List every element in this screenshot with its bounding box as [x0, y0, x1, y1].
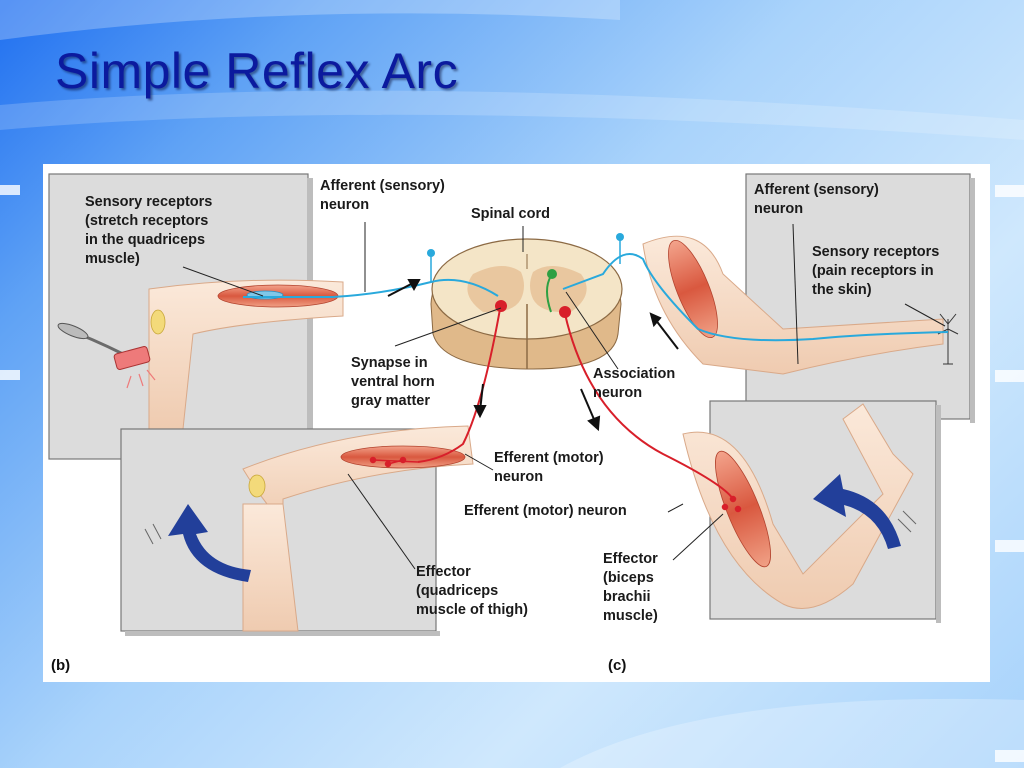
label-afferent-neuron-b: Afferent (sensory) neuron — [320, 178, 445, 213]
motion-lines-c — [897, 510, 917, 533]
label-efferent-neuron-c: Efferent (motor) neuron — [464, 503, 627, 519]
leader-lines — [182, 222, 946, 570]
spinal-cord-cross-section — [430, 238, 623, 370]
slide-title: Simple Reflex Arc — [55, 43, 459, 99]
reflex-arc-figure: Sensory receptors (stretch receptors in … — [43, 164, 990, 682]
label-effector-c: Effector (biceps brachii muscle) — [603, 551, 658, 624]
dorsal-root-ganglia — [427, 233, 624, 282]
panel-c-top-box — [745, 173, 975, 423]
leg-movement-arrow — [168, 504, 251, 582]
direction-arrows — [387, 279, 679, 432]
panel-label-c: (c) — [608, 657, 627, 674]
pain-receptor-icon — [937, 313, 959, 365]
motion-lines-b — [144, 523, 162, 545]
neuromuscular-junctions — [369, 456, 742, 513]
motor-neuron-body-b — [495, 300, 507, 312]
reflex-arc-illustration — [48, 173, 975, 636]
label-synapse: Synapse in ventral horn gray matter — [351, 355, 435, 409]
edge-tick-marks — [0, 185, 1024, 762]
afferent-neuron-paths — [243, 253, 949, 342]
tap-impact-lines — [126, 369, 156, 389]
label-afferent-neuron-c: Afferent (sensory) neuron — [754, 182, 879, 217]
label-spinal-cord: Spinal cord — [471, 206, 550, 222]
motor-neuron-body-c — [559, 306, 571, 318]
arm-illustration-bottom — [682, 403, 914, 609]
arm-illustration-top — [642, 235, 944, 375]
arm-movement-arrow — [813, 474, 901, 549]
label-sensory-receptors-c: Sensory receptors (pain receptors in the… — [812, 244, 940, 298]
label-efferent-neuron-b: Efferent (motor) neuron — [494, 450, 604, 485]
label-effector-b: Effector (quadriceps muscle of thigh) — [416, 564, 528, 618]
efferent-neuron-paths — [417, 308, 734, 500]
label-sensory-receptors-b: Sensory receptors (stretch receptors in … — [85, 194, 213, 267]
panel-label-b: (b) — [51, 657, 71, 674]
association-neuron — [546, 269, 557, 313]
label-association-neuron: Association neuron — [593, 366, 676, 401]
